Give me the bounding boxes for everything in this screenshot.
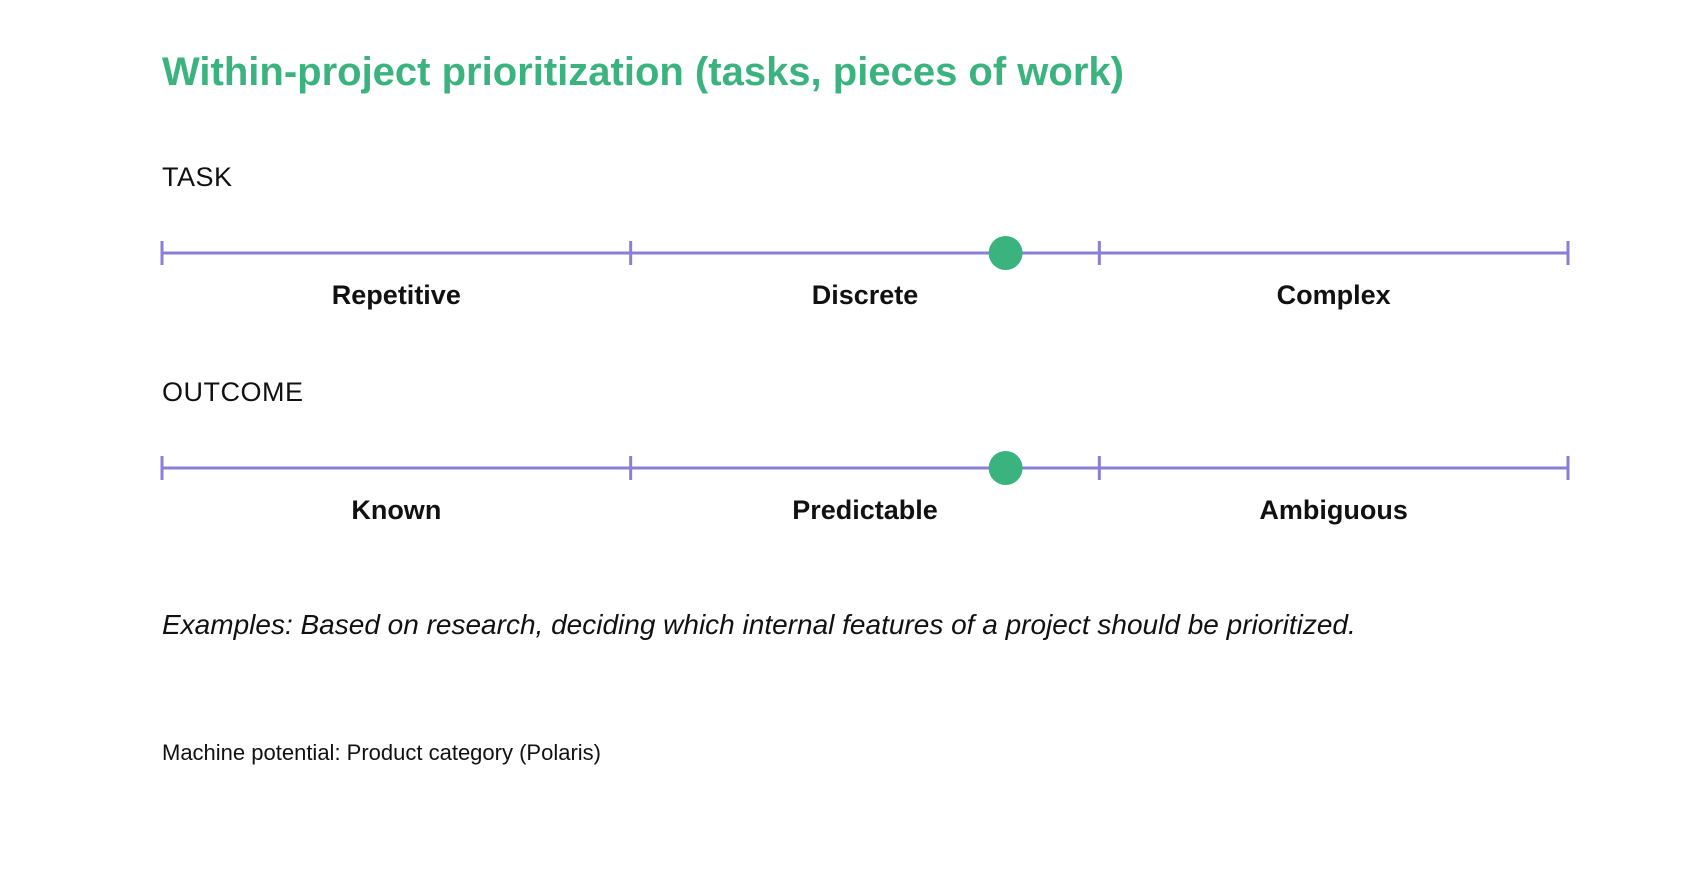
task-scale-axis xyxy=(160,236,1570,270)
scale-marker xyxy=(988,451,1023,485)
outcome-scale-axis xyxy=(160,451,1570,485)
scale-marker xyxy=(988,236,1023,270)
scale-label-outcome: OUTCOME xyxy=(162,377,304,407)
machine-potential-note: Machine potential: Product category (Pol… xyxy=(162,740,601,765)
task-segment-discrete: Discrete xyxy=(811,280,919,310)
scale-label-task: TASK xyxy=(162,162,233,192)
task-segment-repetitive: Repetitive xyxy=(331,280,461,310)
example-text: Examples: Based on research, deciding wh… xyxy=(162,609,1356,640)
outcome-segment-predictable: Predictable xyxy=(792,495,938,525)
outcome-segment-ambiguous: Ambiguous xyxy=(1259,495,1408,525)
task-segment-complex: Complex xyxy=(1276,280,1391,310)
outcome-segment-known: Known xyxy=(351,495,442,525)
page-title: Within-project prioritization (tasks, pi… xyxy=(162,50,1124,94)
